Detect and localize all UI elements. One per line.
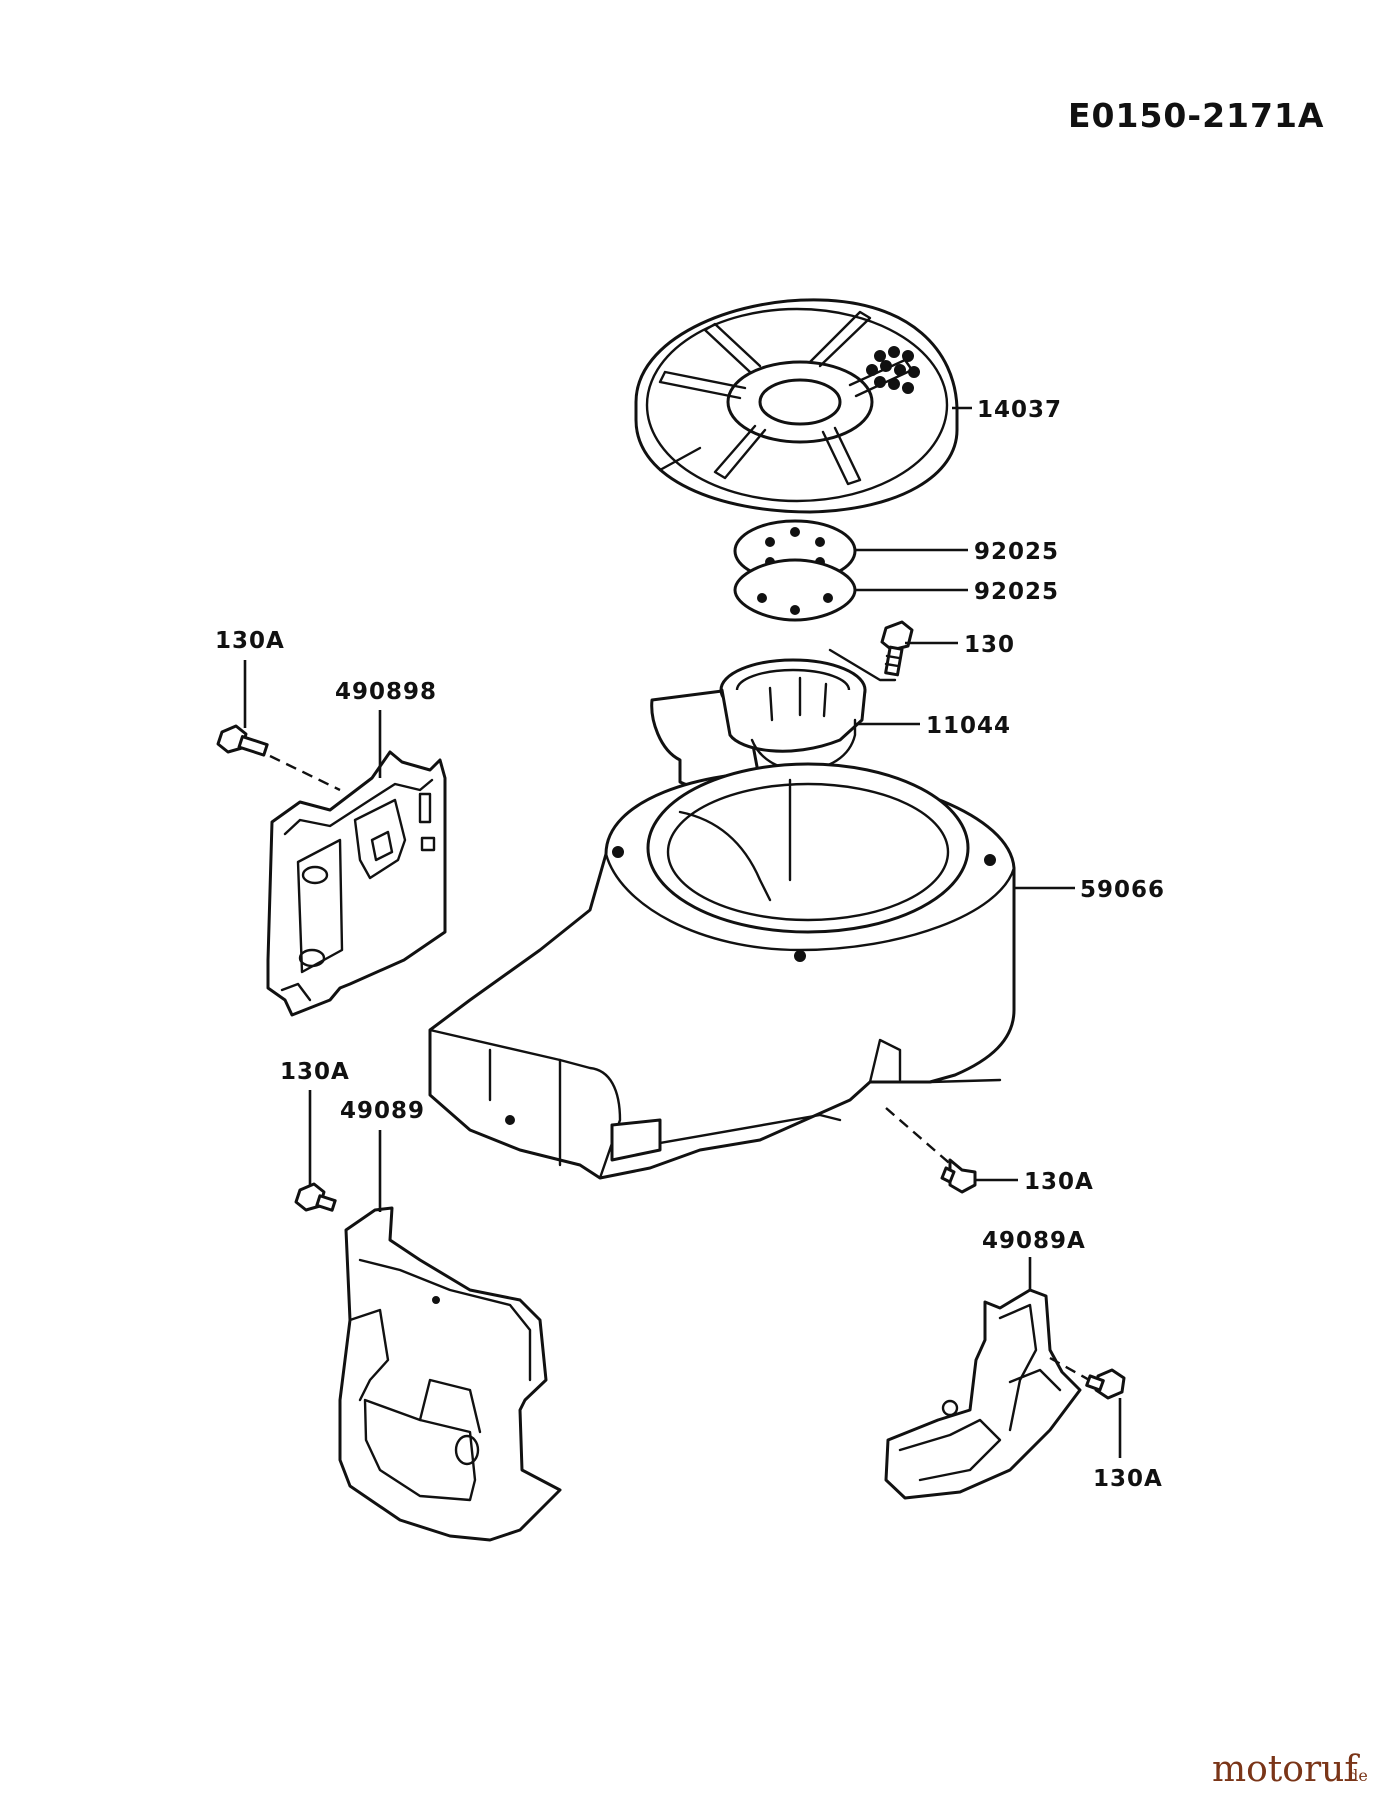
label-130a-bottom-right: 130A xyxy=(1093,1466,1163,1492)
label-92025-upper: 92025 xyxy=(974,539,1059,565)
cover-plate-490898 xyxy=(266,750,447,1017)
bolt-130a-right xyxy=(940,1158,977,1194)
svg-text:.de: .de xyxy=(1343,1766,1368,1785)
label-92025-lower: 92025 xyxy=(974,579,1059,605)
watermark-logo: motoruf .de xyxy=(1212,1749,1368,1790)
dashed-line-upper-left xyxy=(269,754,341,792)
label-49089a: 49089A xyxy=(982,1228,1086,1254)
label-490898: 490898 xyxy=(335,679,437,705)
screen-mesh xyxy=(866,346,920,394)
cover-plate-49089 xyxy=(338,1206,562,1542)
dashed-line-bottom-right xyxy=(1049,1356,1101,1388)
bolt-130a-mid-left xyxy=(294,1182,337,1212)
starter-pulley-11044 xyxy=(650,648,897,790)
dashed-line-right xyxy=(885,1107,956,1169)
label-130a-right: 130A xyxy=(1024,1169,1094,1195)
label-59066: 59066 xyxy=(1080,877,1165,903)
label-11044: 11044 xyxy=(926,713,1011,739)
label-130a-upper-left: 130A xyxy=(215,628,285,654)
label-14037: 14037 xyxy=(977,397,1062,423)
bolt-130 xyxy=(880,620,914,677)
gasket-92025-lower xyxy=(733,558,857,622)
label-130a-mid-left: 130A xyxy=(280,1059,350,1085)
diagram-code: E0150-2171A xyxy=(1068,96,1324,135)
blower-housing-59066 xyxy=(428,762,1016,1180)
bolt-130a-bottom-right xyxy=(1085,1368,1126,1400)
fan-screen-14037 xyxy=(634,298,959,514)
svg-text:motoruf: motoruf xyxy=(1212,1749,1360,1790)
bolt-130a-upper-left xyxy=(216,724,269,757)
cover-plate-49089a xyxy=(884,1288,1082,1500)
label-130: 130 xyxy=(964,632,1015,658)
label-49089: 49089 xyxy=(340,1098,425,1124)
